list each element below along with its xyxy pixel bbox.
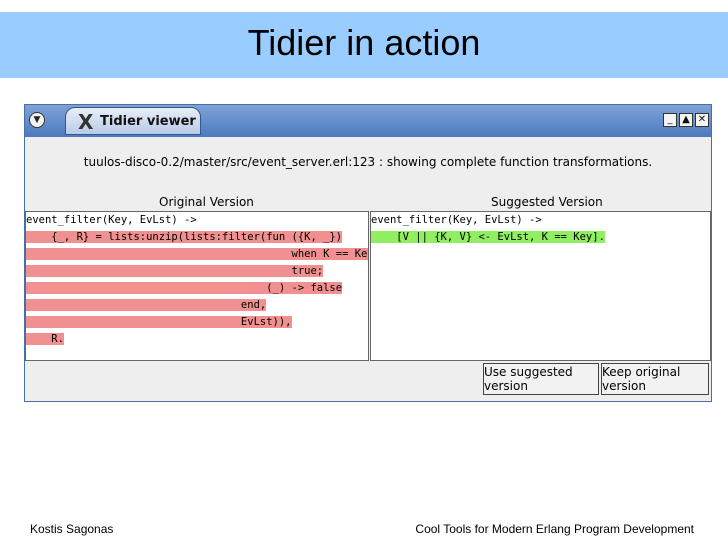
original-code-text: EvLst)), — [26, 316, 292, 328]
original-code-text: when K == Key -> — [26, 248, 368, 260]
suggested-code-text: [V || {K, V} <- EvLst, K == Key]. — [371, 231, 605, 243]
original-code-line: when K == Key -> — [26, 246, 368, 263]
window-title: Tidier viewer — [100, 114, 196, 129]
original-code-pane[interactable]: event_filter(Key, EvLst) -> {_, R} = lis… — [25, 211, 369, 361]
footer-talk-title: Cool Tools for Modern Erlang Program Dev… — [415, 522, 694, 536]
keep-original-button[interactable]: Keep original version — [601, 363, 709, 395]
original-code-line: R. — [26, 331, 368, 348]
maximize-icon[interactable]: ▲ — [679, 113, 693, 127]
suggested-code-text: event_filter(Key, EvLst) -> — [371, 214, 542, 226]
original-code-line: (_) -> false — [26, 280, 368, 297]
minimize-icon[interactable]: _ — [663, 113, 677, 127]
tidier-window: ▼ X Tidier viewer _ ▲ ✕ tuulos-disco-0.2… — [24, 104, 712, 402]
slide-header — [0, 12, 728, 78]
original-code-line: {_, R} = lists:unzip(lists:filter(fun ({… — [26, 229, 368, 246]
x-logo-icon: X — [78, 110, 94, 134]
status-line: tuulos-disco-0.2/master/src/event_server… — [83, 155, 653, 169]
original-code-text: event_filter(Key, EvLst) -> — [26, 214, 197, 226]
original-code-text: end, — [26, 299, 267, 311]
window-title-tab: X Tidier viewer — [65, 107, 201, 135]
original-version-label: Original Version — [159, 195, 254, 209]
original-code-text: R. — [26, 333, 64, 345]
suggested-code-pane[interactable]: event_filter(Key, EvLst) -> [V || {K, V}… — [370, 211, 711, 361]
original-code-line: event_filter(Key, EvLst) -> — [26, 212, 368, 229]
slide-title: Tidier in action — [247, 22, 481, 63]
suggested-version-label: Suggested Version — [491, 195, 603, 209]
original-code-text: (_) -> false — [26, 282, 343, 294]
menu-arrow-icon[interactable]: ▼ — [29, 112, 45, 128]
original-code-line: EvLst)), — [26, 314, 368, 331]
original-code-line: end, — [26, 297, 368, 314]
suggested-code-line: event_filter(Key, EvLst) -> — [371, 212, 710, 229]
use-suggested-button[interactable]: Use suggested version — [483, 363, 599, 395]
original-code-text: true; — [26, 265, 324, 277]
suggested-code-line: [V || {K, V} <- EvLst, K == Key]. — [371, 229, 710, 246]
window-titlebar: ▼ X Tidier viewer _ ▲ ✕ — [25, 105, 711, 137]
original-code-line: true; — [26, 263, 368, 280]
original-code-text: {_, R} = lists:unzip(lists:filter(fun ({… — [26, 231, 343, 243]
close-icon[interactable]: ✕ — [695, 113, 709, 127]
footer-author: Kostis Sagonas — [30, 522, 114, 536]
